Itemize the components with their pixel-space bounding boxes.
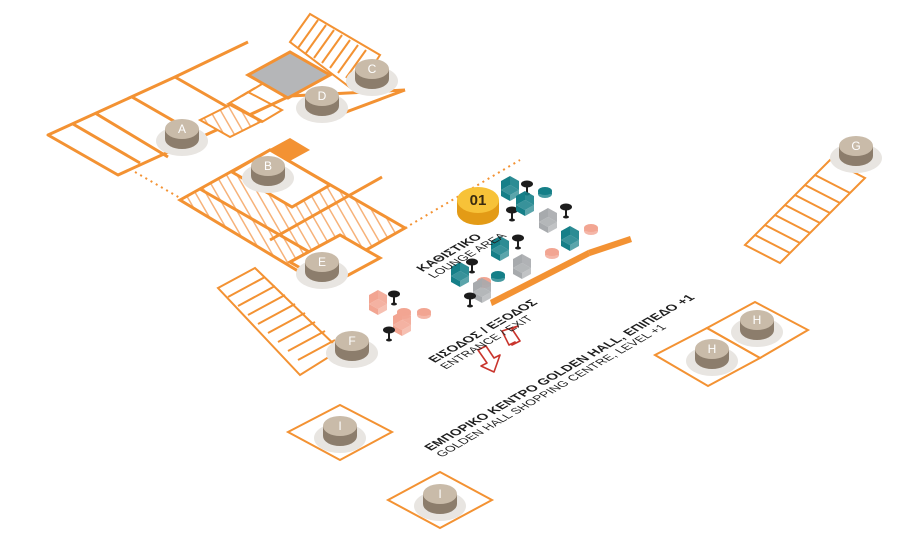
store-pins: A B C D E F G H H I I: [156, 59, 882, 521]
staircase-right: [743, 158, 867, 265]
entrance-exit-arrows-icon: [477, 325, 521, 373]
pin-f[interactable]: F: [326, 331, 378, 368]
stool-icon: [538, 187, 552, 198]
tile-i2: [385, 470, 495, 530]
round-table-icon: [383, 326, 395, 342]
pin-letter: I: [338, 419, 341, 433]
pin-i2[interactable]: I: [414, 484, 466, 521]
pin-e[interactable]: E: [296, 252, 348, 289]
armchair-icon: [516, 191, 534, 216]
stool-icon: [584, 224, 598, 235]
pin-c[interactable]: C: [346, 59, 398, 96]
armchair-icon: [393, 311, 411, 336]
pin-letter: G: [851, 139, 860, 153]
lounge-number-badge: 01: [457, 187, 499, 225]
lounge-wall-bar-2: [490, 250, 590, 306]
round-table-icon: [560, 203, 572, 219]
pin-letter: A: [178, 122, 186, 136]
tile-i1: [285, 403, 395, 462]
pin-letter: I: [438, 487, 441, 501]
armchair-icon: [473, 278, 491, 303]
stool-icon: [545, 248, 559, 259]
armchair-icon: [491, 236, 509, 261]
stool-icon: [417, 308, 431, 319]
pin-letter: H: [708, 342, 717, 356]
dotted-line-left: [134, 171, 181, 199]
round-table-icon: [512, 234, 524, 250]
armchair-icon: [501, 176, 519, 201]
pin-letter: C: [368, 62, 377, 76]
pin-d[interactable]: D: [296, 86, 348, 123]
tile-h-pair: [652, 300, 811, 388]
elevator-shaft-icon: [244, 50, 334, 100]
pin-letter: D: [318, 89, 327, 103]
round-table-icon: [388, 290, 400, 306]
armchair-icon: [513, 254, 531, 279]
pin-letter: F: [348, 334, 355, 348]
armchair-icon: [451, 262, 469, 287]
lounge-furniture: [369, 176, 598, 342]
pin-letter: E: [318, 255, 326, 269]
pin-a[interactable]: A: [156, 119, 208, 156]
badge-number: 01: [470, 192, 487, 209]
pin-letter: H: [753, 313, 762, 327]
pin-i1[interactable]: I: [314, 416, 366, 453]
pin-h1[interactable]: H: [686, 339, 738, 376]
round-table-icon: [464, 292, 476, 308]
lounge-wall-bar-1: [588, 236, 632, 256]
armchair-icon: [539, 208, 557, 233]
armchair-icon: [561, 226, 579, 251]
pin-g[interactable]: G: [830, 136, 882, 173]
staircase-icon: [225, 12, 382, 124]
pin-b[interactable]: B: [242, 156, 294, 193]
round-table-icon: [466, 258, 478, 274]
hatched-block-be: [177, 138, 409, 287]
pin-letter: B: [264, 159, 272, 173]
armchair-icon: [369, 290, 387, 315]
pin-h2[interactable]: H: [731, 310, 783, 347]
stool-icon: [491, 271, 505, 282]
round-table-icon: [506, 206, 518, 222]
